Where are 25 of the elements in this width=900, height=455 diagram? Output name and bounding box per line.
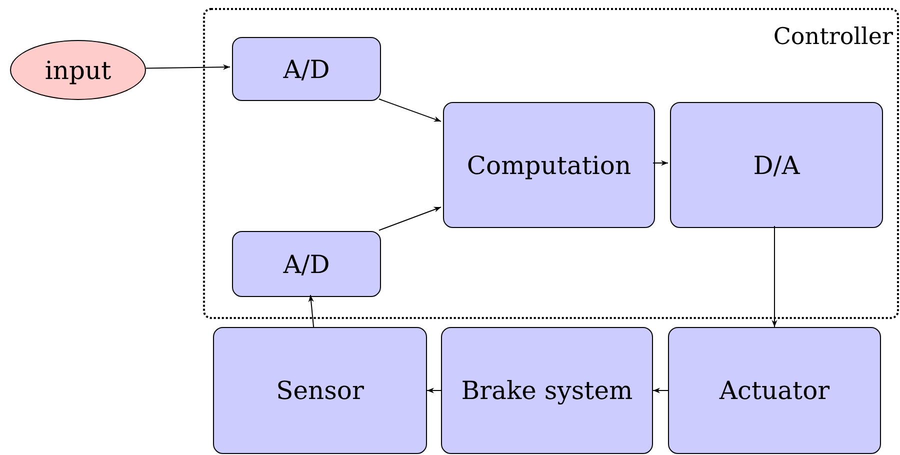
node-label: Actuator [719,376,830,405]
arrow [772,226,778,328]
arrow [652,388,668,394]
arrow [308,294,314,328]
node-label: Sensor [276,376,364,405]
arrow [146,64,230,70]
arrow [426,388,442,394]
group-title: Controller [773,24,893,50]
process-box [232,37,381,101]
arrow [652,160,668,166]
process-box [213,327,427,454]
node-label: D/A [753,150,800,180]
node-label: A/D [283,54,330,84]
process-box [670,102,883,228]
process-box [232,231,381,297]
process-box [443,102,655,228]
node-label: input [44,56,112,84]
process-box [668,327,881,454]
arrow [378,206,442,231]
node-label: Brake system [461,376,633,405]
process-box [441,327,653,454]
node-label: Computation [466,150,632,180]
node-label: A/D [283,250,330,278]
controller-group [203,8,899,319]
arrow [378,98,442,122]
